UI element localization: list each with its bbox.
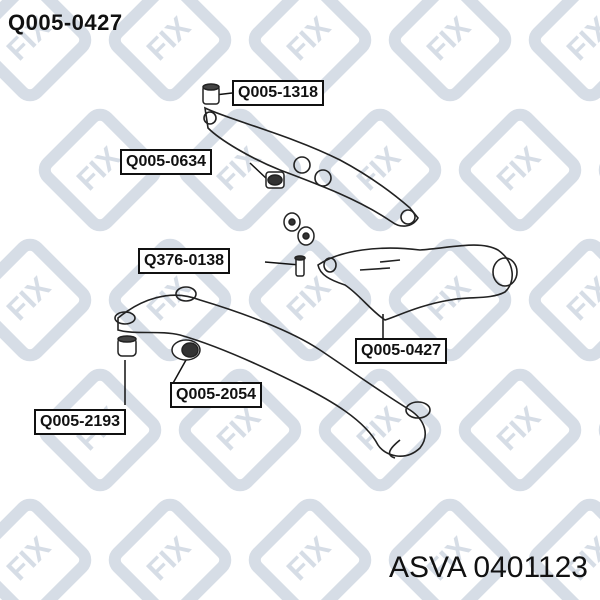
svg-text:FIX: FIX	[71, 141, 127, 197]
svg-text:FIX: FIX	[141, 531, 197, 587]
watermark-tile: FIX	[248, 498, 372, 600]
watermark-tile: FIX	[0, 238, 92, 362]
svg-text:FIX: FIX	[491, 401, 547, 457]
bushing-q005-0634	[265, 171, 285, 189]
lower-control-arm	[114, 286, 431, 459]
svg-text:FIX: FIX	[561, 271, 600, 327]
watermark-tile: FIX	[458, 368, 582, 492]
bushing-q005-2054	[171, 339, 201, 361]
svg-text:FIX: FIX	[351, 141, 407, 197]
watermark-tile: FIX	[388, 0, 512, 102]
svg-text:FIX: FIX	[281, 11, 337, 67]
bushing-q005-1318	[202, 83, 220, 105]
callout-q005-1318[interactable]: Q005-1318	[232, 80, 325, 106]
part-number-title: Q005-0427	[8, 10, 123, 35]
watermark-tile: FIX	[318, 108, 442, 232]
cross-reference-number: ASVA 0401123	[388, 551, 588, 584]
svg-text:FIX: FIX	[211, 401, 267, 457]
bushing-q005-2193	[117, 335, 137, 357]
svg-text:FIX: FIX	[491, 141, 547, 197]
svg-text:FIX: FIX	[1, 271, 57, 327]
leader-lines	[124, 92, 384, 405]
svg-text:FIX: FIX	[351, 401, 407, 457]
washer-pair	[283, 212, 315, 246]
callout-q005-0634[interactable]: Q005-0634	[120, 149, 213, 175]
callout-q376-0138[interactable]: Q376-0138	[138, 248, 231, 274]
watermark-tile: FIX	[318, 368, 442, 492]
bolt-q376-0138	[294, 255, 306, 277]
watermark-tile: FIX	[248, 238, 372, 362]
svg-text:FIX: FIX	[141, 11, 197, 67]
upper-control-arm	[203, 106, 419, 227]
watermark-tile: FIX	[458, 108, 582, 232]
svg-text:FIX: FIX	[561, 11, 600, 67]
svg-text:FIX: FIX	[281, 531, 337, 587]
watermark-tile: FIX	[0, 498, 92, 600]
svg-text:FIX: FIX	[421, 11, 477, 67]
svg-text:FIX: FIX	[281, 271, 337, 327]
svg-text:FIX: FIX	[421, 271, 477, 327]
svg-text:FIX: FIX	[141, 271, 197, 327]
watermark-tile: FIX	[528, 0, 600, 102]
trailing-arm-knuckle	[317, 244, 518, 321]
watermark-tile: FIX	[528, 238, 600, 362]
watermark-tile: FIX	[108, 498, 232, 600]
svg-text:FIX: FIX	[1, 531, 57, 587]
callout-q005-0427[interactable]: Q005-0427	[355, 338, 448, 364]
callout-q005-2054[interactable]: Q005-2054	[170, 382, 263, 408]
callout-q005-2193[interactable]: Q005-2193	[34, 409, 127, 435]
